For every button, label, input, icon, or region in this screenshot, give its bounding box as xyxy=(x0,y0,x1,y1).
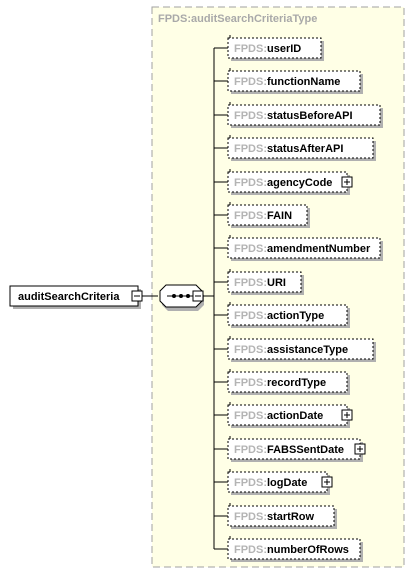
element-prefix: FPDS: xyxy=(234,310,267,322)
element-fain[interactable]: FPDS:FAIN xyxy=(227,202,310,228)
element-box xyxy=(227,137,374,159)
element-label: FPDS:functionName xyxy=(234,76,340,88)
element-prefix: FPDS: xyxy=(234,210,267,222)
element-name: assistanceType xyxy=(267,344,348,356)
element-box xyxy=(227,237,381,259)
element-box xyxy=(227,104,381,126)
element-name: logDate xyxy=(267,477,307,489)
element-actiondate[interactable]: FPDS:actionDate xyxy=(227,402,353,428)
element-name: amendmentNumber xyxy=(267,243,371,255)
element-name: startRow xyxy=(267,511,315,523)
element-label: FPDS:assistanceType xyxy=(234,344,348,356)
sequence-dot-3 xyxy=(186,294,190,298)
element-name: statusBeforeAPI xyxy=(267,110,353,122)
element-label: FPDS:startRow xyxy=(234,511,315,523)
element-prefix: FPDS: xyxy=(234,444,267,456)
root-element-label: auditSearchCriteria xyxy=(18,291,120,303)
element-label: FPDS:statusAfterAPI xyxy=(234,143,343,155)
element-fabssentdate[interactable]: FPDS:FABSSentDate xyxy=(227,436,366,462)
element-label: FPDS:recordType xyxy=(234,377,326,389)
element-box xyxy=(227,70,361,92)
element-prefix: FPDS: xyxy=(234,76,267,88)
element-label: FPDS:logDate xyxy=(234,477,307,489)
element-name: actionType xyxy=(267,310,324,322)
element-label: FPDS:URI xyxy=(234,277,286,289)
child-elements: FPDS:userIDFPDS:functionNameFPDS:statusB… xyxy=(227,35,383,562)
element-prefix: FPDS: xyxy=(234,177,267,189)
element-prefix: FPDS: xyxy=(234,511,267,523)
element-amendmentnumber[interactable]: FPDS:amendmentNumber xyxy=(227,235,383,261)
element-prefix: FPDS: xyxy=(234,344,267,356)
element-userid[interactable]: FPDS:userID xyxy=(227,35,324,61)
element-name: recordType xyxy=(267,377,326,389)
sequence-dot-1 xyxy=(172,294,176,298)
element-label: FPDS:userID xyxy=(234,43,301,55)
element-prefix: FPDS: xyxy=(234,243,267,255)
element-box xyxy=(227,338,374,360)
element-prefix: FPDS: xyxy=(234,110,267,122)
element-logdate[interactable]: FPDS:logDate xyxy=(227,469,333,495)
element-prefix: FPDS: xyxy=(234,377,267,389)
element-prefix: FPDS: xyxy=(234,410,267,422)
element-box xyxy=(227,304,348,326)
element-recordtype[interactable]: FPDS:recordType xyxy=(227,369,350,395)
element-box xyxy=(227,271,302,293)
element-prefix: FPDS: xyxy=(234,43,267,55)
element-prefix: FPDS: xyxy=(234,143,267,155)
element-actiontype[interactable]: FPDS:actionType xyxy=(227,302,350,328)
element-numberofrows[interactable]: FPDS:numberOfRows xyxy=(227,536,363,562)
element-box xyxy=(227,204,308,226)
element-label: FPDS:actionType xyxy=(234,310,324,322)
element-prefix: FPDS: xyxy=(234,477,267,489)
element-label: FPDS:FABSSentDate xyxy=(234,444,344,456)
element-prefix: FPDS: xyxy=(234,544,267,556)
element-functionname[interactable]: FPDS:functionName xyxy=(227,68,363,94)
sequence-dot-2 xyxy=(179,294,183,298)
element-label: FPDS:amendmentNumber xyxy=(234,243,371,255)
element-box xyxy=(227,505,335,527)
element-name: agencyCode xyxy=(267,177,332,189)
element-box xyxy=(227,371,348,393)
element-name: actionDate xyxy=(267,410,323,422)
element-label: FPDS:statusBeforeAPI xyxy=(234,110,353,122)
element-name: numberOfRows xyxy=(267,544,349,556)
element-name: userID xyxy=(267,43,301,55)
element-name: FAIN xyxy=(267,210,292,222)
element-bus xyxy=(213,47,228,550)
element-name: statusAfterAPI xyxy=(267,143,343,155)
element-startrow[interactable]: FPDS:startRow xyxy=(227,503,337,529)
element-label: FPDS:actionDate xyxy=(234,410,323,422)
element-agencycode[interactable]: FPDS:agencyCode xyxy=(227,169,353,195)
element-label: FPDS:numberOfRows xyxy=(234,544,349,556)
element-uri[interactable]: FPDS:URI xyxy=(227,269,304,295)
element-assistancetype[interactable]: FPDS:assistanceType xyxy=(227,336,376,362)
element-statusbeforeapi[interactable]: FPDS:statusBeforeAPI xyxy=(227,102,383,128)
element-name: URI xyxy=(267,277,286,289)
element-label: FPDS:FAIN xyxy=(234,210,292,222)
element-name: FABSSentDate xyxy=(267,444,344,456)
element-label: FPDS:agencyCode xyxy=(234,177,332,189)
element-box xyxy=(227,538,361,560)
element-box xyxy=(227,37,322,59)
element-name: functionName xyxy=(267,76,340,88)
complex-type-label: FPDS:auditSearchCriteriaType xyxy=(158,13,317,25)
element-prefix: FPDS: xyxy=(234,277,267,289)
element-statusafterapi[interactable]: FPDS:statusAfterAPI xyxy=(227,135,376,161)
